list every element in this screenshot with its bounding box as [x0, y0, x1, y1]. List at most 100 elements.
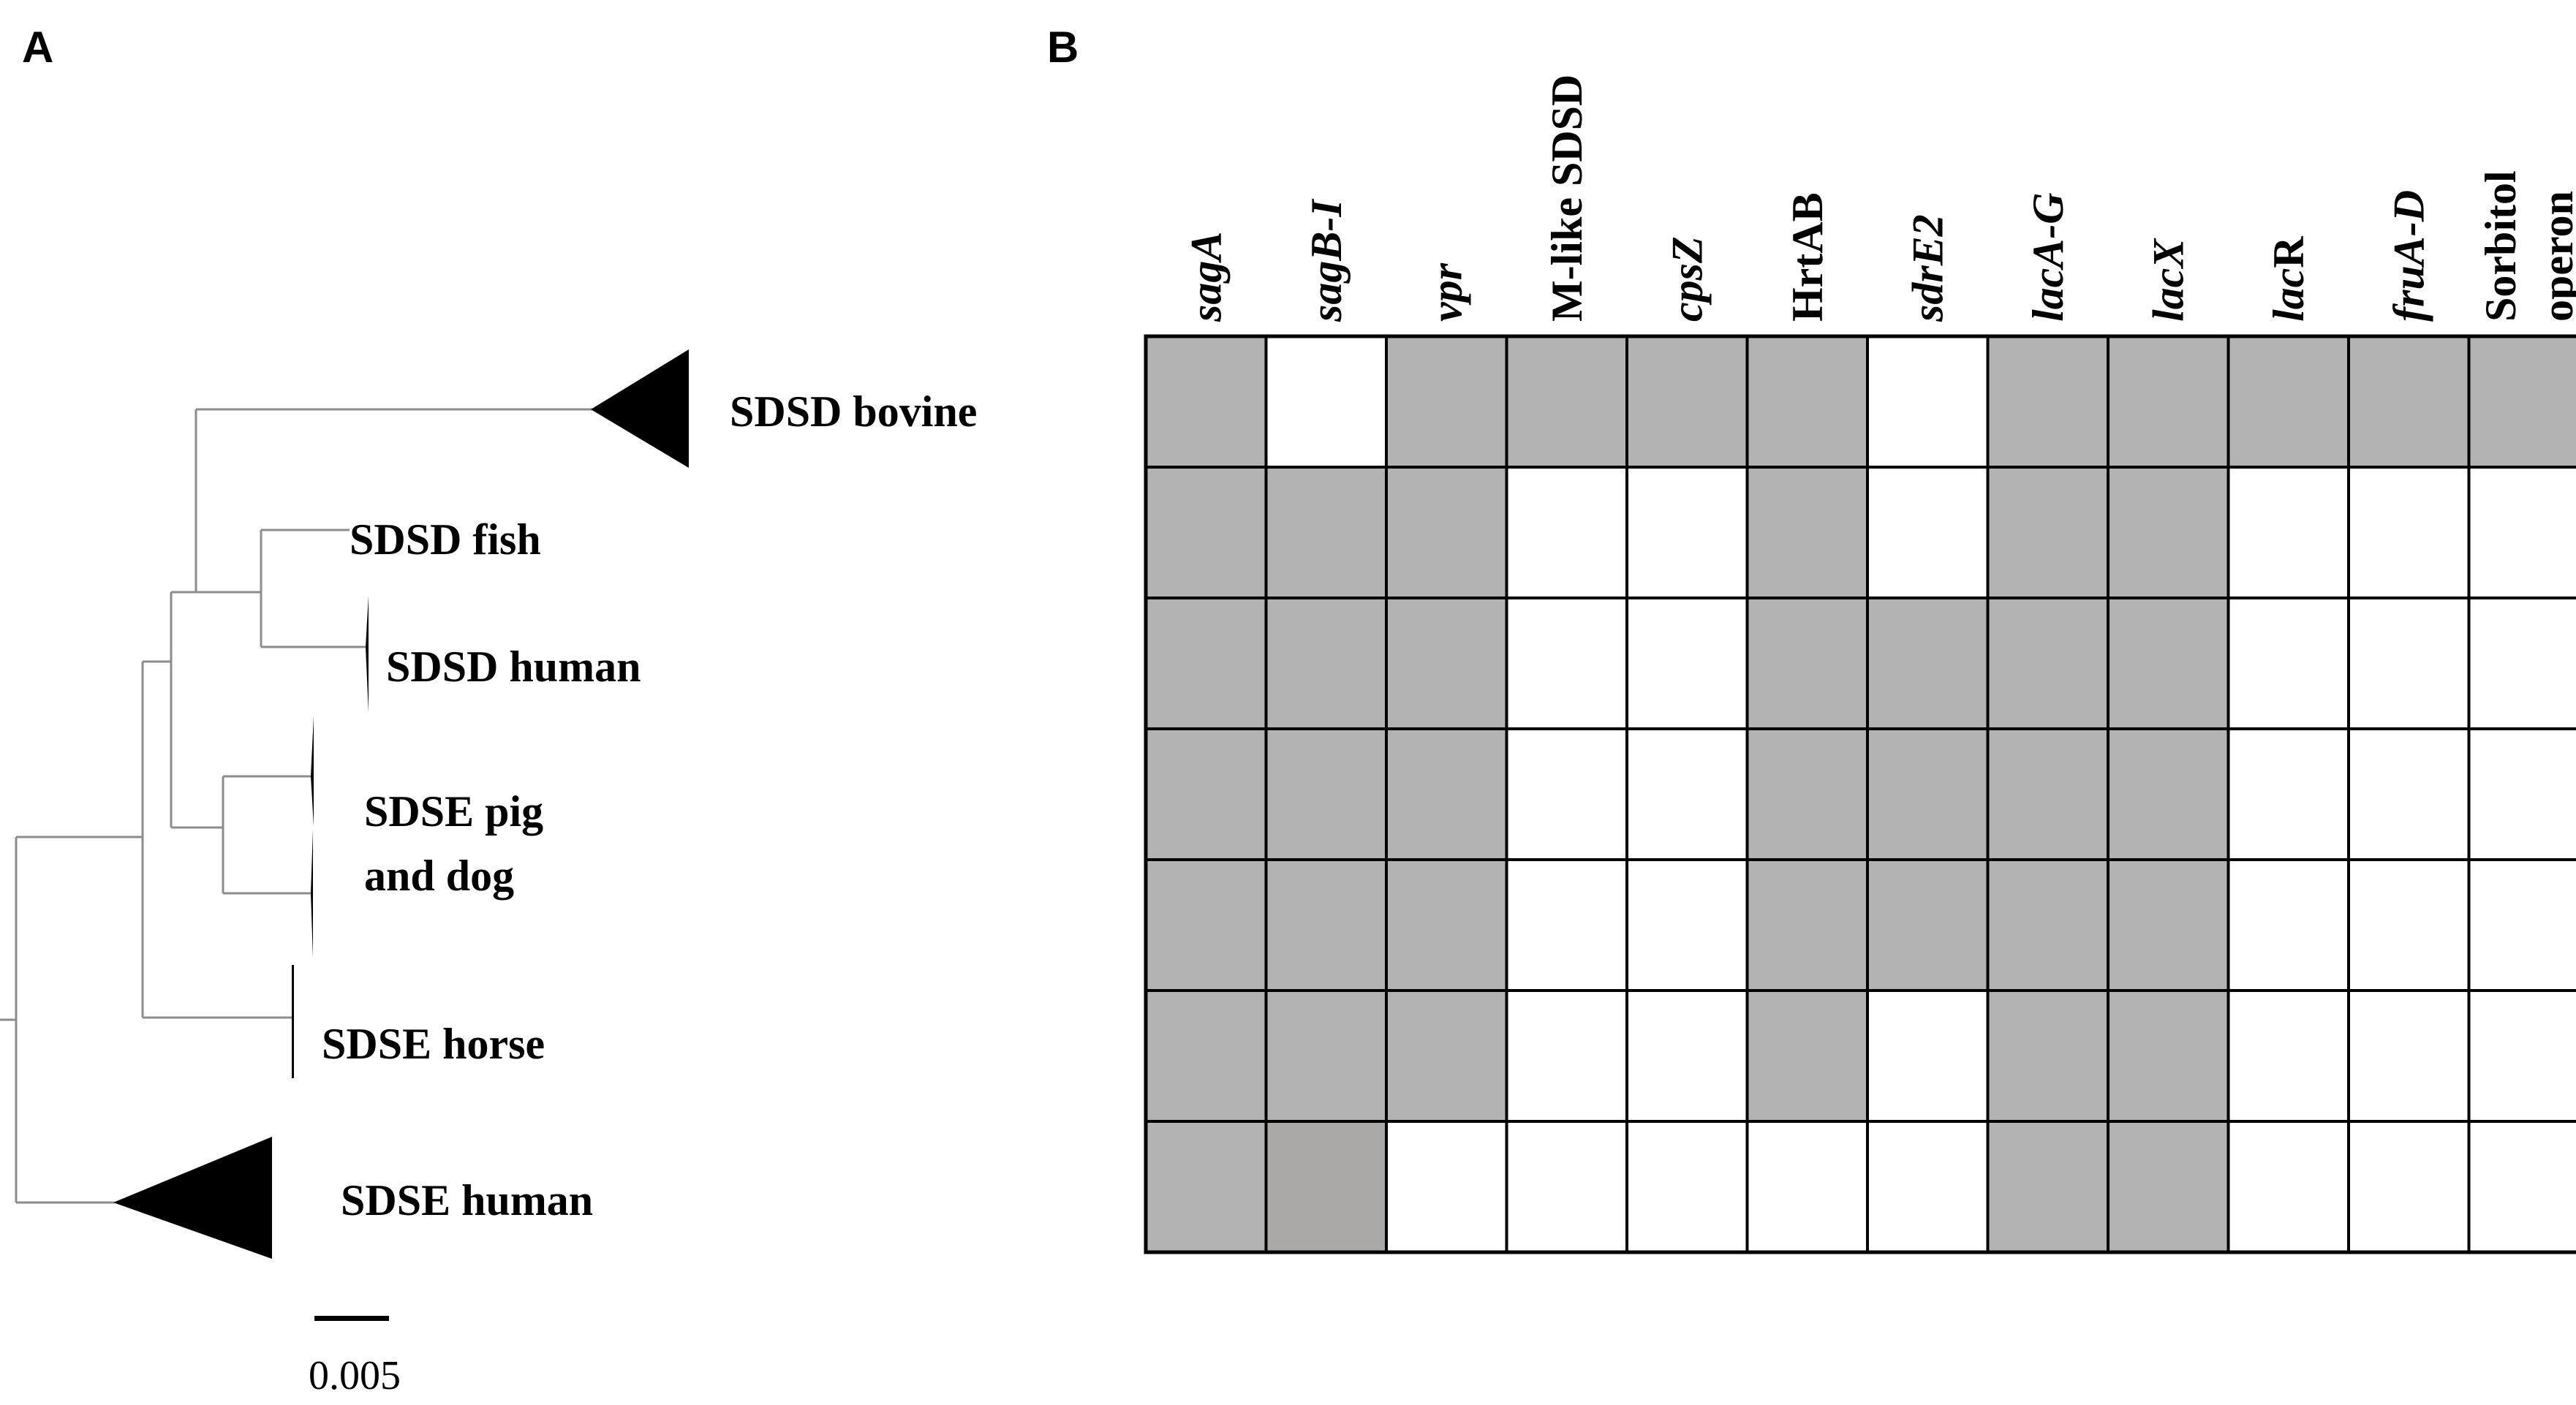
matrix-cell-r3-c12: [2467, 597, 2576, 730]
matrix-cell-r6-c2: [1264, 989, 1388, 1123]
matrix-cell-r2-c6: [1745, 466, 1869, 599]
clade-label-sdse-horse: SDSE horse: [322, 1020, 545, 1068]
matrix-cell-r7-c6: [1745, 1120, 1869, 1254]
matrix-cell-r2-c8: [1986, 466, 2109, 599]
matrix-cell-r4-c2: [1264, 727, 1388, 861]
matrix-cell-r6-c9: [2107, 989, 2230, 1123]
column-header-10: lacR: [2265, 236, 2313, 322]
matrix-cell-r3-c3: [1385, 597, 1508, 730]
matrix-cell-r4-c4: [1505, 727, 1628, 861]
matrix-cell-r7-c12: [2467, 1120, 2576, 1254]
column-header-8: lacA-G: [2024, 192, 2072, 322]
matrix-cell-r6-c8: [1986, 989, 2109, 1123]
clade-triangles: [113, 349, 689, 1259]
matrix-cell-r2-c7: [1866, 466, 1990, 599]
clade-triangle-sdsd-bovine: [591, 349, 689, 468]
matrix-cell-r2-c5: [1625, 466, 1749, 599]
column-header-6: HrtAB: [1783, 192, 1832, 322]
matrix-cell-r6-c10: [2226, 989, 2350, 1123]
matrix-cell-r2-c11: [2347, 466, 2471, 599]
matrix-cell-r7-c2: [1264, 1120, 1388, 1254]
clade-label-sdse-pig-line2: and dog: [364, 852, 514, 900]
matrix-cell-r7-c8: [1986, 1120, 2109, 1254]
matrix-cell-r4-c7: [1866, 727, 1990, 861]
clade-triangle-sdse-human: [113, 1137, 272, 1259]
matrix-cell-r4-c9: [2107, 727, 2230, 861]
matrix-cell-r4-c6: [1745, 727, 1869, 861]
clade-label-sdsd-human: SDSD human: [386, 643, 641, 691]
matrix-cell-r6-c12: [2467, 989, 2576, 1123]
clade-triangle-sdse-pig-a: [311, 716, 314, 826]
column-header-2: sagB-I: [1302, 198, 1351, 322]
matrix-cell-r1-c6: [1745, 335, 1869, 469]
matrix-cell-r7-c9: [2107, 1120, 2230, 1254]
matrix-cell-r4-c12: [2467, 727, 2576, 861]
matrix-cell-r3-c7: [1866, 597, 1990, 730]
panel-label-b: B: [1047, 23, 1079, 72]
matrix-cell-r5-c6: [1745, 858, 1869, 992]
matrix-cell-r3-c1: [1144, 597, 1268, 730]
matrix-cell-r7-c1: [1144, 1120, 1268, 1254]
scale-bar: [314, 1316, 389, 1321]
matrix-cell-r6-c6: [1745, 989, 1869, 1123]
matrix-cell-r7-c5: [1625, 1120, 1749, 1254]
matrix-cell-r2-c4: [1505, 466, 1628, 599]
matrix-cell-r4-c10: [2226, 727, 2350, 861]
column-header-12-line2: operon: [2534, 191, 2576, 322]
matrix-cell-r2-c10: [2226, 466, 2350, 599]
matrix-cell-r6-c11: [2347, 989, 2471, 1123]
column-header-7: sdrE2: [1903, 214, 1952, 322]
matrix-cell-r1-c7: [1866, 335, 1990, 469]
matrix-cell-r1-c5: [1625, 335, 1749, 469]
matrix-cell-r5-c5: [1625, 858, 1749, 992]
column-header-3: vpr: [1422, 262, 1470, 322]
column-header-12-line1: Sorbitol: [2477, 170, 2525, 322]
phylogenetic-tree: [0, 408, 592, 1204]
matrix-cell-r5-c8: [1986, 858, 2109, 992]
matrix-cell-r3-c11: [2347, 597, 2471, 730]
matrix-cell-r3-c6: [1745, 597, 1869, 730]
column-header-4: M-like SDSD: [1543, 75, 1591, 322]
matrix-cell-r6-c5: [1625, 989, 1749, 1123]
matrix-cell-r4-c3: [1385, 727, 1508, 861]
matrix-cell-r6-c3: [1385, 989, 1508, 1123]
column-header-5: cpsZ: [1663, 236, 1711, 322]
clade-label-sdsd-bovine: SDSD bovine: [730, 387, 977, 436]
matrix-cell-r5-c11: [2347, 858, 2471, 992]
matrix-cell-r3-c4: [1505, 597, 1628, 730]
clade-label-sdsd-fish: SDSD fish: [350, 515, 541, 564]
matrix-cell-r5-c10: [2226, 858, 2350, 992]
matrix-cell-r3-c5: [1625, 597, 1749, 730]
matrix-cell-r6-c4: [1505, 989, 1628, 1123]
matrix-cell-r4-c1: [1144, 727, 1268, 861]
matrix-cell-r1-c12: [2467, 335, 2576, 469]
matrix-cell-r7-c3: [1385, 1120, 1508, 1254]
matrix-cell-r2-c1: [1144, 466, 1268, 599]
clade-triangle-sdse-pig-b: [311, 830, 313, 958]
column-header-11: fruA-D: [2384, 190, 2433, 322]
matrix-cell-r5-c12: [2467, 858, 2576, 992]
matrix-cell-r5-c1: [1144, 858, 1268, 992]
scale-bar-label: 0.005: [309, 1353, 401, 1398]
clade-triangle-sdsd-human: [366, 596, 369, 713]
matrix-cell-r7-c4: [1505, 1120, 1628, 1254]
matrix-cell-r1-c10: [2226, 335, 2350, 469]
matrix-cell-r3-c2: [1264, 597, 1388, 730]
matrix-cell-r1-c8: [1986, 335, 2109, 469]
matrix-cell-r7-c7: [1866, 1120, 1990, 1254]
clade-label-sdse-human: SDSE human: [341, 1176, 593, 1224]
matrix-cell-r5-c7: [1866, 858, 1990, 992]
clade-line-sdse-horse: [292, 965, 294, 1078]
matrix-cell-r2-c9: [2107, 466, 2230, 599]
matrix-cell-r2-c12: [2467, 466, 2576, 599]
matrix-cell-r4-c11: [2347, 727, 2471, 861]
matrix-cell-r5-c9: [2107, 858, 2230, 992]
matrix-cell-r7-c10: [2226, 1120, 2350, 1254]
matrix-cell-r4-c5: [1625, 727, 1749, 861]
matrix-cell-r1-c4: [1505, 335, 1628, 469]
matrix-border: [1144, 334, 2576, 1254]
matrix-cell-r1-c11: [2347, 335, 2471, 469]
matrix-cell-r3-c8: [1986, 597, 2109, 730]
matrix-cell-r3-c10: [2226, 597, 2350, 730]
